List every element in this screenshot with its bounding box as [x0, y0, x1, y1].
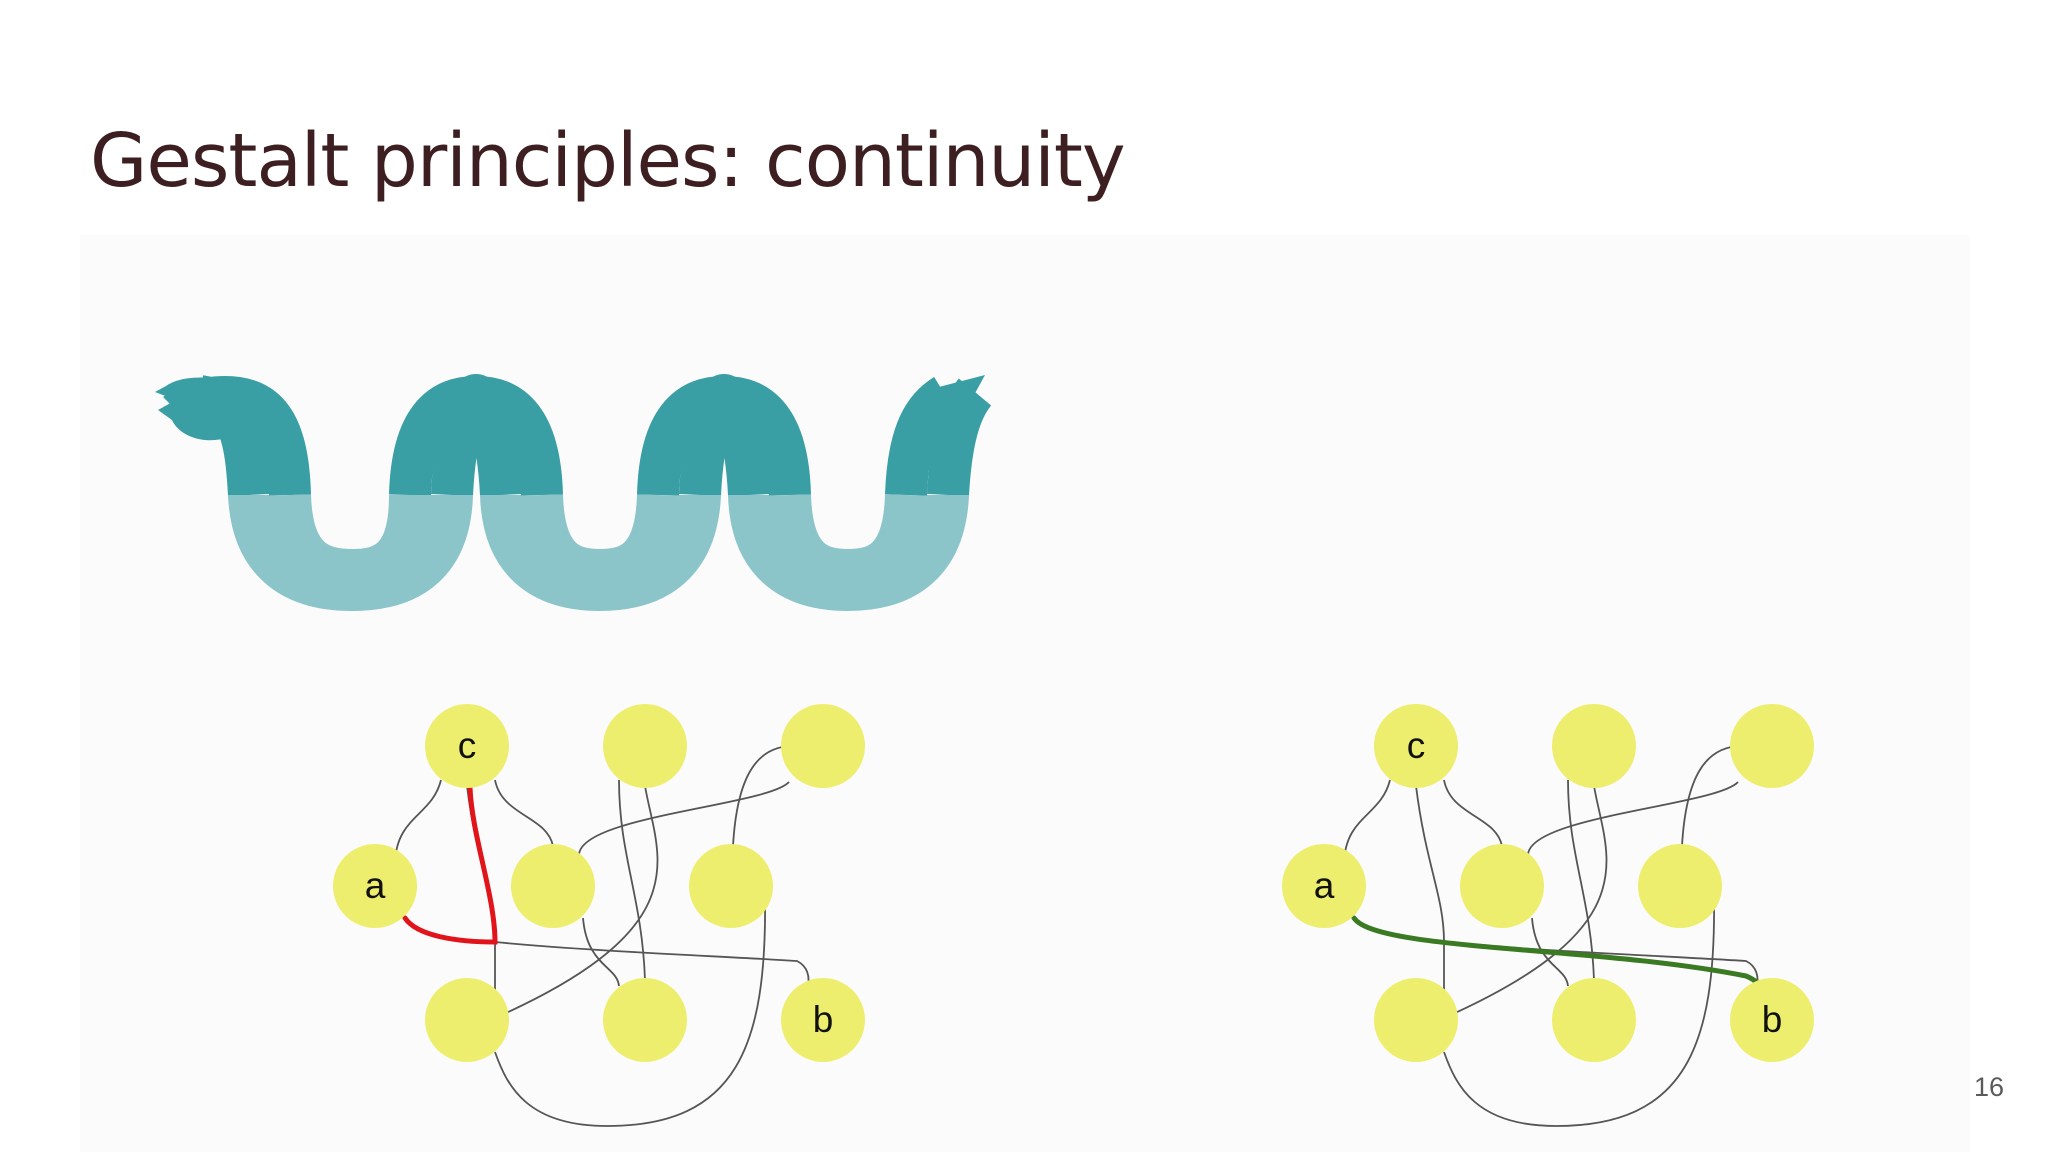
graph-left-edges — [395, 746, 809, 1126]
graph-node-bot1 — [1374, 978, 1458, 1062]
node-label: a — [365, 865, 386, 906]
snake-valley-1 — [290, 495, 410, 570]
graph-node-b: b — [781, 978, 865, 1062]
graph-node-bot2 — [603, 978, 687, 1062]
node-label: c — [1407, 725, 1426, 766]
graph-edge — [1416, 786, 1444, 996]
graph-node-mid3 — [689, 844, 773, 928]
graph-edge — [579, 782, 789, 856]
graph-edge — [1444, 780, 1502, 846]
node-label: b — [813, 999, 834, 1040]
node-circle — [603, 704, 687, 788]
graph-left: c a b — [333, 704, 865, 1126]
graph-node-c: c — [1374, 704, 1458, 788]
node-circle — [1374, 978, 1458, 1062]
node-circle — [1730, 704, 1814, 788]
node-circle — [603, 978, 687, 1062]
snake-valley-3 — [790, 495, 906, 570]
graph-node-top2 — [1552, 704, 1636, 788]
graph-node-top3 — [1730, 704, 1814, 788]
graph-node-top2 — [603, 704, 687, 788]
graph-left-highlighted-path — [405, 788, 495, 942]
graph-node-bot2 — [1552, 978, 1636, 1062]
graph-node-mid2 — [1460, 844, 1544, 928]
graph-edge — [395, 780, 441, 862]
snake-body-upper — [200, 392, 975, 495]
graph-node-b: b — [1730, 978, 1814, 1062]
node-label: b — [1762, 999, 1783, 1040]
graph-right: c a b — [1282, 704, 1814, 1126]
node-label: c — [458, 725, 477, 766]
graph-node-bot1 — [425, 978, 509, 1062]
node-circle — [781, 704, 865, 788]
graph-node-a: a — [1282, 844, 1366, 928]
node-circle — [425, 978, 509, 1062]
graph-node-c: c — [425, 704, 509, 788]
graph-edge — [1568, 780, 1594, 980]
graph-edge — [495, 780, 553, 846]
graph-edge — [583, 918, 619, 986]
node-circle — [1552, 978, 1636, 1062]
graph-node-a: a — [333, 844, 417, 928]
graph-edge — [1528, 782, 1738, 856]
graph-edge — [619, 780, 645, 980]
page-number: 16 — [1974, 1072, 2004, 1103]
graph-node-mid2 — [511, 844, 595, 928]
node-circle — [511, 844, 595, 928]
snake-illustration — [155, 375, 985, 590]
node-label: a — [1314, 865, 1335, 906]
graph-node-top3 — [781, 704, 865, 788]
graph-edge — [1344, 780, 1390, 862]
node-circle — [689, 844, 773, 928]
node-circle — [1460, 844, 1544, 928]
node-circle — [1638, 844, 1722, 928]
snake-valley-2 — [542, 495, 658, 570]
node-circle — [1552, 704, 1636, 788]
graph-node-mid3 — [1638, 844, 1722, 928]
